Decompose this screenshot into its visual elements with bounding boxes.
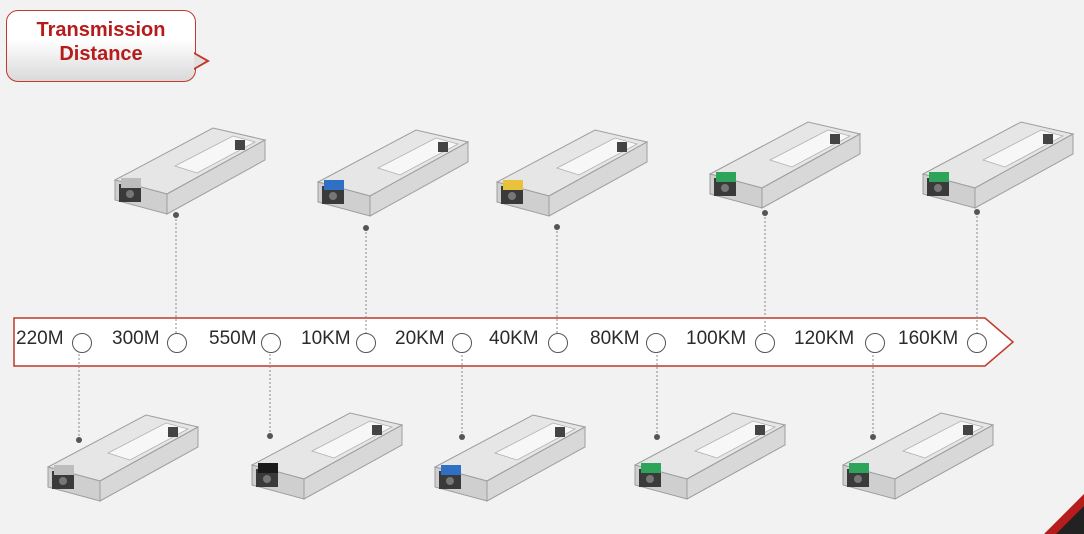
milestone-marker <box>261 333 281 353</box>
module-side <box>686 424 786 500</box>
module-lens <box>854 475 862 483</box>
module-qr <box>755 425 765 435</box>
connector-dot <box>654 434 660 440</box>
module-side <box>974 133 1074 209</box>
milestone-marker <box>865 333 885 353</box>
module-lens <box>721 184 729 192</box>
milestone-marker <box>452 333 472 353</box>
timeline-arrow <box>13 317 1015 367</box>
milestone-label: 220M <box>16 328 64 349</box>
sfp-module-160km <box>921 121 1075 209</box>
module-latch <box>121 178 141 188</box>
module-lens <box>934 184 942 192</box>
module-qr <box>830 134 840 144</box>
module-qr <box>617 142 627 152</box>
module-qr <box>372 425 382 435</box>
module-qr <box>235 140 245 150</box>
module-side <box>761 133 861 209</box>
module-side <box>369 141 469 217</box>
sfp-module-120km <box>841 412 995 500</box>
module-latch <box>54 465 74 475</box>
milestone-marker <box>548 333 568 353</box>
module-latch <box>716 172 736 182</box>
milestone-marker <box>646 333 666 353</box>
sfp-module-220m <box>46 414 200 502</box>
connector-dot <box>762 210 768 216</box>
connector-dot <box>173 212 179 218</box>
module-lens <box>508 192 516 200</box>
milestone-marker <box>72 333 92 353</box>
sfp-module-40km <box>495 129 649 217</box>
module-latch <box>503 180 523 190</box>
sfp-module-550m <box>250 412 404 500</box>
module-qr <box>168 427 178 437</box>
section-title-line1: Transmission <box>36 19 166 41</box>
module-side <box>894 424 994 500</box>
module-lens <box>329 192 337 200</box>
module-side <box>548 141 648 217</box>
module-side <box>303 424 403 500</box>
milestone-label: 160KM <box>898 328 959 349</box>
module-side <box>166 139 266 215</box>
section-title-line2: Distance <box>59 43 143 65</box>
milestone-label: 40KM <box>489 328 539 349</box>
milestone-label: 120KM <box>794 328 855 349</box>
module-qr <box>1043 134 1053 144</box>
module-qr <box>963 425 973 435</box>
module-lens <box>126 190 134 198</box>
connector-dot <box>267 433 273 439</box>
module-latch <box>641 463 661 473</box>
module-lens <box>446 477 454 485</box>
connector-dot <box>974 209 980 215</box>
sfp-module-80km <box>633 412 787 500</box>
module-side <box>99 426 199 502</box>
milestone-marker <box>755 333 775 353</box>
module-latch <box>258 463 278 473</box>
module-side <box>486 426 586 502</box>
connector-dot <box>363 225 369 231</box>
sfp-module-300m <box>113 127 267 215</box>
milestone-label: 80KM <box>590 328 640 349</box>
module-latch <box>849 463 869 473</box>
section-title: Transmission Distance <box>6 18 196 66</box>
sfp-module-10km <box>316 129 470 217</box>
milestone-label: 100KM <box>686 328 747 349</box>
corner-decoration-dark <box>1056 506 1084 534</box>
module-latch <box>324 180 344 190</box>
milestone-label: 300M <box>112 328 160 349</box>
connector-dot <box>76 437 82 443</box>
tag-pointer-inner <box>194 54 206 68</box>
module-lens <box>646 475 654 483</box>
milestone-marker <box>356 333 376 353</box>
module-lens <box>59 477 67 485</box>
milestone-label: 20KM <box>395 328 445 349</box>
milestone-label: 550M <box>209 328 257 349</box>
connector-dot <box>554 224 560 230</box>
milestone-marker <box>167 333 187 353</box>
section-title-tag <box>6 10 196 82</box>
milestone-label: 10KM <box>301 328 351 349</box>
connector-dot <box>870 434 876 440</box>
module-latch <box>929 172 949 182</box>
sfp-module-100km <box>708 121 862 209</box>
milestone-marker <box>967 333 987 353</box>
module-qr <box>555 427 565 437</box>
sfp-module-20km <box>433 414 587 502</box>
connector-dot <box>459 434 465 440</box>
module-lens <box>263 475 271 483</box>
module-latch <box>441 465 461 475</box>
module-qr <box>438 142 448 152</box>
